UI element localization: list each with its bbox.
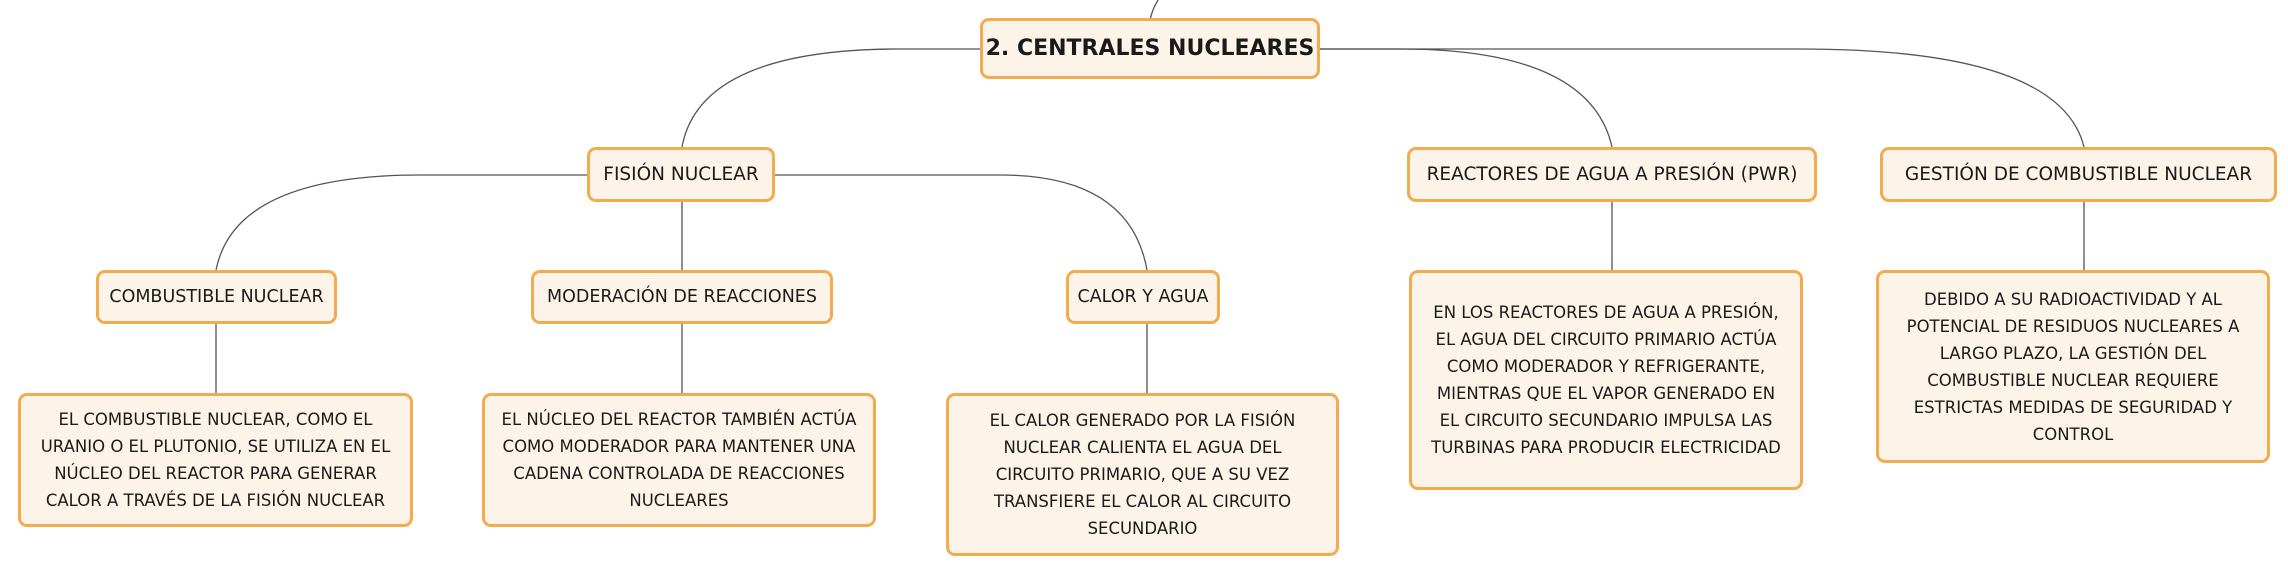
connector-fision-to-combustible xyxy=(215,174,587,271)
branch-reactores-pwr[interactable]: REACTORES DE AGUA A PRESIÓN (PWR) xyxy=(1407,147,1817,202)
subtopic-calor-y-agua[interactable]: CALOR Y AGUA xyxy=(1066,270,1220,324)
branch-fision-nuclear[interactable]: FISIÓN NUCLEAR xyxy=(587,147,775,202)
branch-fision-nuclear-label: FISIÓN NUCLEAR xyxy=(603,164,759,185)
branch-reactores-pwr-label: REACTORES DE AGUA A PRESIÓN (PWR) xyxy=(1426,164,1798,185)
root-node[interactable]: 2. CENTRALES NUCLEARES xyxy=(980,18,1320,79)
desc-reactores-pwr-text: EN LOS REACTORES DE AGUA A PRESIÓN, EL A… xyxy=(1431,303,1781,457)
desc-calor-y-agua-text: EL CALOR GENERADO POR LA FISIÓN NUCLEAR … xyxy=(989,411,1296,538)
connector-root-to-pwr xyxy=(1320,48,1613,148)
desc-reactores-pwr[interactable]: EN LOS REACTORES DE AGUA A PRESIÓN, EL A… xyxy=(1409,270,1803,490)
branch-gestion-combustible[interactable]: GESTIÓN DE COMBUSTIBLE NUCLEAR xyxy=(1880,147,2277,202)
desc-gestion-combustible-text: DEBIDO A SU RADIOACTIVIDAD Y AL POTENCIA… xyxy=(1906,289,2240,444)
connector-root-to-fision xyxy=(681,48,983,148)
branch-gestion-combustible-label: GESTIÓN DE COMBUSTIBLE NUCLEAR xyxy=(1904,164,2253,185)
desc-combustible-nuclear-text: EL COMBUSTIBLE NUCLEAR, COMO EL URANIO O… xyxy=(40,410,391,510)
subtopic-combustible-nuclear[interactable]: COMBUSTIBLE NUCLEAR xyxy=(96,270,337,324)
desc-moderacion-reacciones[interactable]: EL NÚCLEO DEL REACTOR TAMBIÉN ACTÚA COMO… xyxy=(482,393,876,527)
connector-fision-to-calor xyxy=(775,174,1148,271)
connector-root-to-gestion xyxy=(1320,48,2085,148)
connector-parent-to-root xyxy=(1149,0,1159,21)
subtopic-combustible-nuclear-label: COMBUSTIBLE NUCLEAR xyxy=(109,287,324,307)
desc-moderacion-reacciones-text: EL NÚCLEO DEL REACTOR TAMBIÉN ACTÚA COMO… xyxy=(501,410,857,510)
desc-combustible-nuclear[interactable]: EL COMBUSTIBLE NUCLEAR, COMO EL URANIO O… xyxy=(18,393,413,527)
desc-calor-y-agua[interactable]: EL CALOR GENERADO POR LA FISIÓN NUCLEAR … xyxy=(946,393,1339,556)
subtopic-calor-y-agua-label: CALOR Y AGUA xyxy=(1077,287,1209,307)
subtopic-moderacion-reacciones[interactable]: MODERACIÓN DE REACCIONES xyxy=(531,270,833,324)
subtopic-moderacion-reacciones-label: MODERACIÓN DE REACCIONES xyxy=(547,287,817,307)
root-title: 2. CENTRALES NUCLEARES xyxy=(985,36,1315,61)
desc-gestion-combustible[interactable]: DEBIDO A SU RADIOACTIVIDAD Y AL POTENCIA… xyxy=(1876,270,2270,463)
